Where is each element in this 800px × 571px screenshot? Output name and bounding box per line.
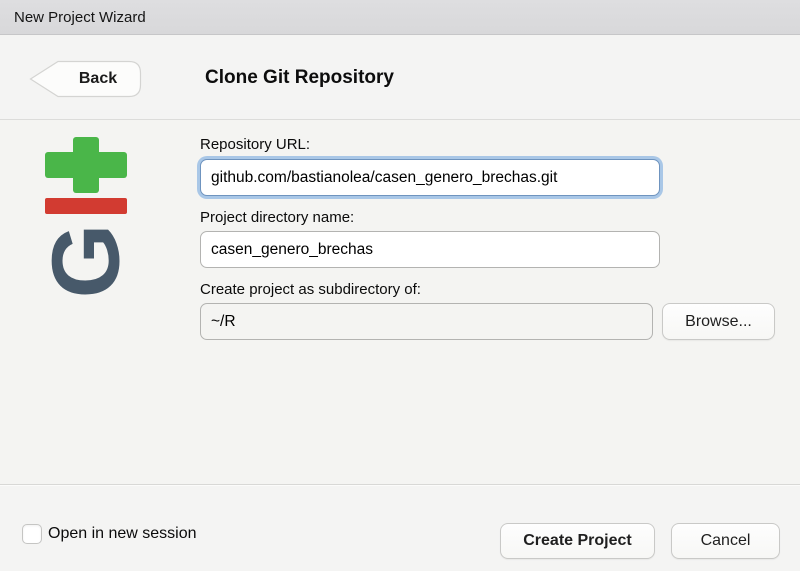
git-plus-bar [45,152,127,178]
page-title: Clone Git Repository [205,67,394,88]
back-button[interactable]: Back [28,59,143,99]
subdir-label: Create project as subdirectory of: [200,281,421,298]
create-project-button[interactable]: Create Project [500,523,655,559]
subdir-input[interactable] [200,303,653,340]
repo-url-input[interactable] [200,159,660,196]
git-dash-icon [45,198,127,214]
git-letter-g: G [31,225,139,299]
dir-name-input[interactable] [200,231,660,268]
open-new-session-checkbox[interactable]: Open in new session [22,524,197,544]
wizard-header: Back Clone Git Repository [0,36,800,120]
repo-url-label: Repository URL: [200,136,311,153]
window-titlebar[interactable]: New Project Wizard [0,0,800,35]
window-title: New Project Wizard [14,8,146,26]
browse-button[interactable]: Browse... [662,303,775,340]
dialog-footer: Open in new session Create Project Cance… [0,484,800,571]
dir-name-label: Project directory name: [200,209,355,226]
checkbox-box-icon[interactable] [22,524,42,544]
cancel-button[interactable]: Cancel [671,523,780,559]
checkbox-label: Open in new session [48,525,197,542]
git-logo-icon: G [31,133,139,305]
back-button-label: Back [78,70,118,87]
